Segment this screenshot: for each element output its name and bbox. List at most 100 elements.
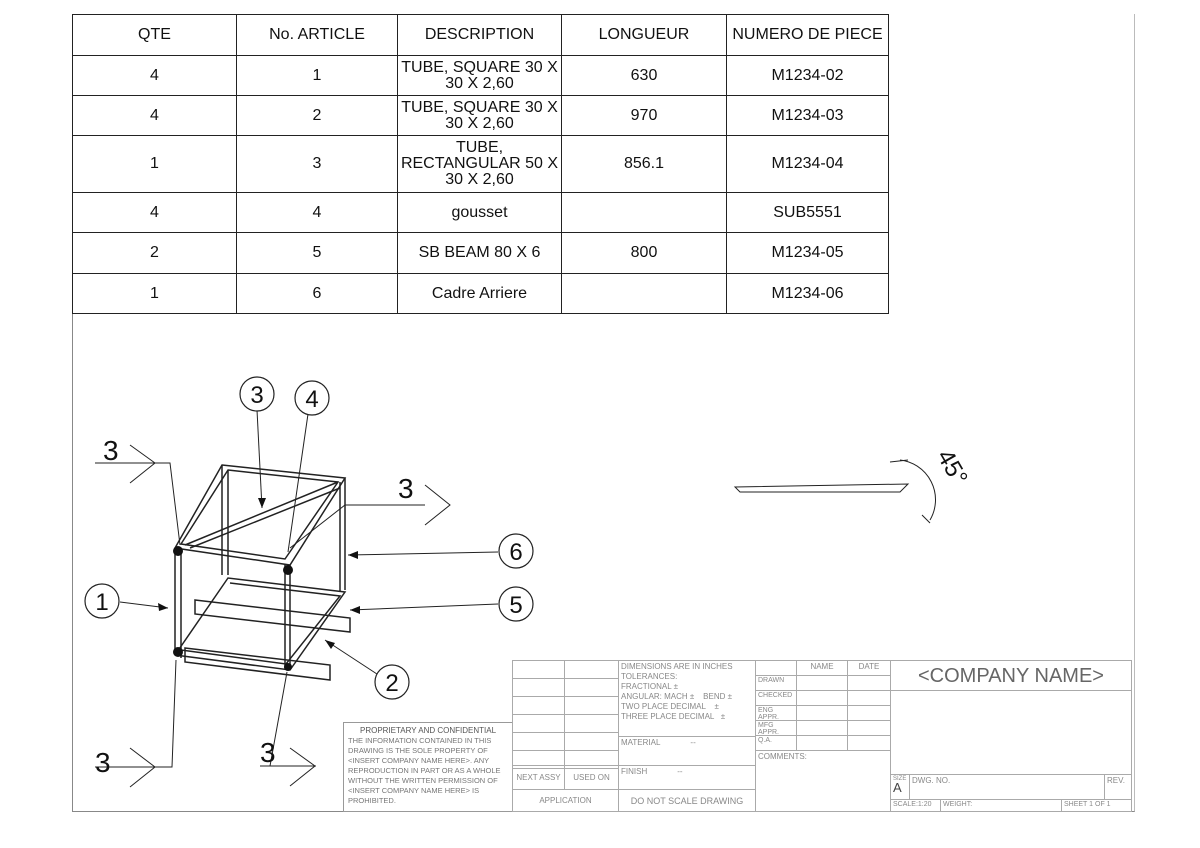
header-longueur: LONGUEUR xyxy=(561,14,727,56)
used-on-label: USED ON xyxy=(564,765,619,790)
blank-grid-cell xyxy=(512,660,565,679)
tolerance-line: TWO PLACE DECIMAL ± xyxy=(621,702,719,711)
size-label: SIZE xyxy=(893,776,907,782)
next-assy-label: NEXT ASSY xyxy=(512,765,565,790)
qte-cell: 4 xyxy=(72,95,237,136)
tolerance-line: THREE PLACE DECIMAL ± xyxy=(621,712,726,721)
tolerance-line: TOLERANCES: xyxy=(621,672,678,681)
gussets xyxy=(173,546,293,671)
description-cell: TUBE, SQUARE 30 X 30 X 2,60 xyxy=(397,55,562,96)
do-not-scale-label: DO NOT SCALE DRAWING xyxy=(618,789,756,812)
weight-field: WEIGHT: xyxy=(940,799,1062,812)
header-qte: QTE xyxy=(72,14,237,56)
numero-cell: M1234-03 xyxy=(726,95,889,136)
finish-label: FINISH xyxy=(621,767,648,776)
longueur-cell xyxy=(561,192,727,233)
proprietary-text: THE INFORMATION CONTAINED IN THIS DRAWIN… xyxy=(348,736,501,805)
article-cell: 3 xyxy=(236,135,398,193)
blank-grid-cell xyxy=(564,696,619,715)
tolerance-line: FRACTIONAL ± xyxy=(621,682,678,691)
blank-grid-cell xyxy=(512,732,565,751)
numero-cell: SUB5551 xyxy=(726,192,889,233)
dwg-no-field: DWG. NO. xyxy=(909,774,1105,800)
comments-field: COMMENTS: xyxy=(755,750,891,812)
sheet-field: SHEET 1 OF 1 xyxy=(1061,799,1132,812)
header-article: No. ARTICLE xyxy=(236,14,398,56)
signoff-label: DRAWN xyxy=(755,675,797,691)
weld-label: 3 xyxy=(95,747,111,778)
header-numero: NUMERO DE PIECE xyxy=(726,14,889,56)
numero-cell: M1234-06 xyxy=(726,273,889,314)
signoff-label: MFG APPR. xyxy=(755,720,797,736)
blank-grid-cell xyxy=(564,660,619,679)
signoff-field xyxy=(796,735,848,751)
tolerance-line: ANGULAR: MACH ± BEND ± xyxy=(621,692,733,701)
leader-lines xyxy=(95,409,499,768)
bill-of-materials-table: QTE No. ARTICLE DESCRIPTION LONGUEUR NUM… xyxy=(72,14,889,314)
balloons xyxy=(84,376,534,700)
drawing-title-area xyxy=(890,690,1132,775)
weld-labels: 3 3 3 3 xyxy=(95,435,414,778)
blank-grid-cell xyxy=(512,714,565,733)
proprietary-block: PROPRIETARY AND CONFIDENTIAL THE INFORMA… xyxy=(343,722,513,812)
balloon-1: 1 xyxy=(95,589,108,616)
longueur-cell: 630 xyxy=(561,55,727,96)
qte-cell: 4 xyxy=(72,192,237,233)
article-cell: 5 xyxy=(236,232,398,274)
weld-label: 3 xyxy=(103,435,119,466)
angle-label: 45° xyxy=(931,445,973,490)
signoff-field xyxy=(847,690,891,706)
description-cell: Cadre Arriere xyxy=(397,273,562,314)
blank-grid-cell xyxy=(512,678,565,697)
longueur-cell xyxy=(561,273,727,314)
weld-label: 3 xyxy=(398,473,414,504)
arrowheads xyxy=(158,498,360,649)
qte-cell: 1 xyxy=(72,273,237,314)
rev-field: REV. xyxy=(1104,774,1132,800)
signoff-field xyxy=(847,705,891,721)
application-label: APPLICATION xyxy=(512,789,619,812)
blank-grid-cell xyxy=(564,714,619,733)
numero-cell: M1234-04 xyxy=(726,135,889,193)
weld-label: 3 xyxy=(260,737,276,768)
signoff-field xyxy=(847,735,891,751)
description-cell: TUBE, RECTANGULAR 50 X 30 X 2,60 xyxy=(397,135,562,193)
balloon-5: 5 xyxy=(509,592,522,619)
name-header: NAME xyxy=(796,660,848,676)
material-value: -- xyxy=(690,738,696,747)
signoff-corner xyxy=(755,660,797,676)
finish-value: -- xyxy=(677,767,683,776)
finish-field: FINISH -- xyxy=(618,765,756,790)
blank-grid-cell xyxy=(512,696,565,715)
signoff-field xyxy=(796,675,848,691)
signoff-field xyxy=(796,720,848,736)
company-name: <COMPANY NAME> xyxy=(890,660,1132,691)
balloon-6: 6 xyxy=(509,539,522,566)
material-field: MATERIAL-- xyxy=(618,736,756,766)
signoff-field xyxy=(847,675,891,691)
tolerance-line: DIMENSIONS ARE IN INCHES xyxy=(621,662,733,671)
signoff-field xyxy=(796,690,848,706)
signoff-field xyxy=(796,705,848,721)
date-header: DATE xyxy=(847,660,891,676)
size-value: A xyxy=(893,780,902,795)
qte-cell: 4 xyxy=(72,55,237,96)
numero-cell: M1234-05 xyxy=(726,232,889,274)
article-cell: 4 xyxy=(236,192,398,233)
weld-symbols xyxy=(129,444,451,788)
longueur-cell: 970 xyxy=(561,95,727,136)
description-cell: SB BEAM 80 X 6 xyxy=(397,232,562,274)
blank-grid-cell xyxy=(564,678,619,697)
signoff-label: Q.A. xyxy=(755,735,797,751)
balloon-2: 2 xyxy=(385,670,398,697)
description-cell: gousset xyxy=(397,192,562,233)
qte-cell: 1 xyxy=(72,135,237,193)
signoff-label: CHECKED xyxy=(755,690,797,706)
